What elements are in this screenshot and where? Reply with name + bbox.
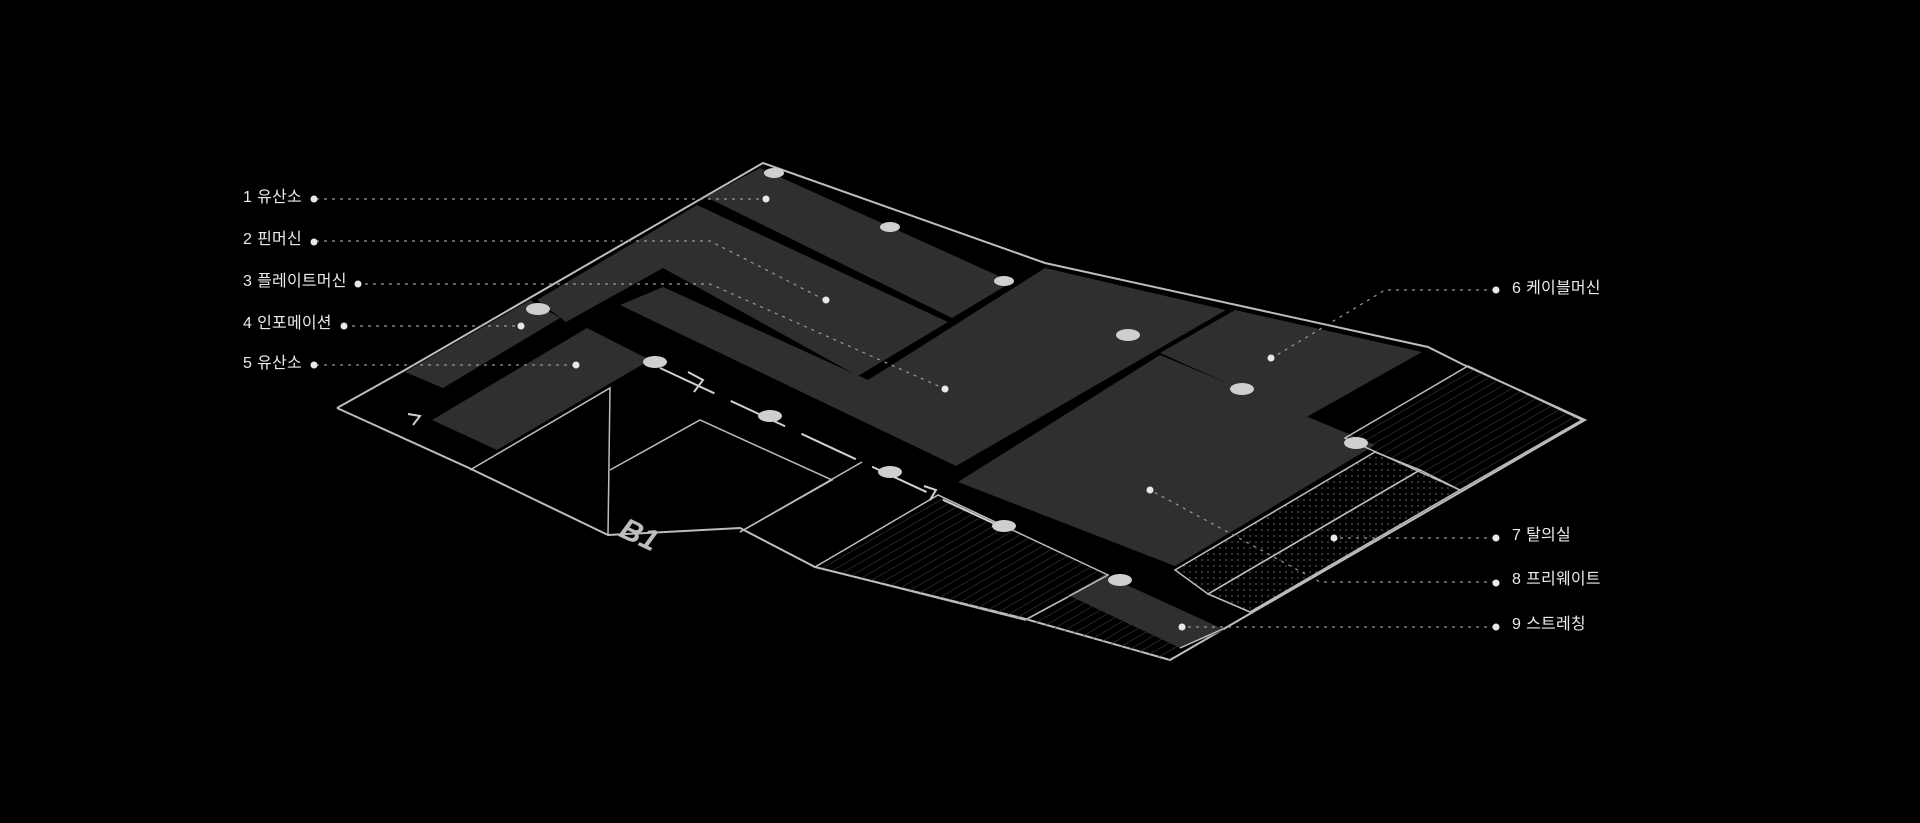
zone-2-area: [537, 205, 948, 376]
zone-name: 탈의실: [1526, 527, 1571, 544]
zone-number: 7: [1512, 527, 1522, 544]
zone-name: 유산소: [257, 355, 302, 372]
zone-number: 1: [243, 189, 253, 206]
zone-4-area: [405, 300, 560, 388]
route-arrow-3: [407, 413, 422, 426]
route-line: [659, 367, 1009, 531]
zone-6-area: [1160, 310, 1422, 418]
inner-room-outline: [609, 419, 834, 533]
route-arrow-1: [687, 371, 705, 393]
zone-9-area: [958, 355, 1375, 566]
zone-markers: [526, 168, 1368, 586]
leader-lines: [316, 198, 1495, 628]
zone-name: 프리웨이트: [1526, 571, 1601, 588]
zone-number: 5: [243, 355, 253, 372]
zone-name: 케이블머신: [1526, 280, 1601, 297]
inner-wall-lines: [469, 386, 611, 536]
building-outline: [336, 161, 1588, 662]
zone-name: 스트레칭: [1526, 616, 1586, 633]
hatched-area-bottom: [813, 494, 1110, 621]
zone-name: 유산소: [257, 189, 302, 206]
zone-number: 2: [243, 231, 253, 248]
zone-number: 8: [1512, 571, 1522, 588]
zone-name: 핀머신: [257, 231, 302, 248]
zone-number: 4: [243, 315, 253, 332]
zone-3-area: [620, 268, 1226, 466]
floor-name: B1: [615, 512, 664, 558]
zone-5-area: [432, 328, 650, 450]
route-arrow-2: [923, 485, 938, 501]
zone-1-area: [706, 168, 1012, 318]
leader-dots: [310, 195, 1500, 631]
zone-number: 6: [1512, 280, 1522, 297]
zone-number: 9: [1512, 616, 1522, 633]
zone-name: 인포메이션: [257, 315, 332, 332]
zone-number: 3: [243, 273, 253, 290]
hatched-area-corner: [1025, 595, 1180, 660]
zone-9-strip: [1068, 575, 1225, 648]
zone-name: 플레이트머신: [257, 273, 347, 290]
